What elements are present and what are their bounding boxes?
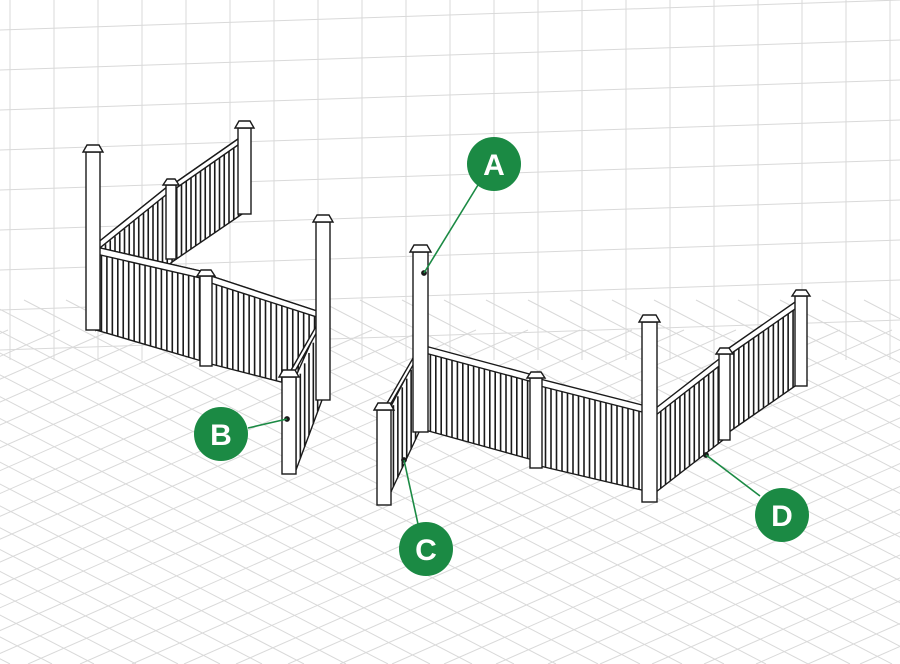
grid-line — [23, 299, 725, 664]
grid-line — [737, 299, 900, 385]
grid-line — [65, 299, 767, 664]
grid-line — [0, 352, 599, 664]
left-post-right-tall — [311, 214, 335, 401]
leader-b — [247, 418, 288, 429]
grid-line — [495, 485, 900, 664]
right-railing-assembly — [372, 244, 812, 506]
grid-line — [235, 371, 900, 664]
callout-d: D — [755, 488, 809, 542]
right-front-panel-1 — [424, 345, 534, 461]
grid-line — [443, 299, 900, 538]
grid-line — [0, 374, 557, 664]
grid-line — [0, 483, 347, 664]
right-post-a — [408, 244, 433, 433]
grid-line — [547, 508, 900, 664]
grid-line — [0, 119, 900, 151]
grid-line — [779, 299, 900, 363]
grid-line — [703, 577, 900, 664]
grid-line — [0, 329, 9, 335]
grid-line — [0, 159, 900, 191]
grid-line — [0, 592, 137, 664]
grid-line — [233, 299, 900, 647]
grid-line — [0, 79, 900, 111]
grid-line — [569, 299, 900, 473]
left-post-back-tall — [81, 144, 105, 331]
left-railing-assembly — [81, 120, 335, 475]
leader-a — [423, 184, 479, 274]
grid-line — [339, 417, 900, 664]
grid-line — [0, 329, 165, 403]
callout-c: C — [399, 522, 453, 576]
left-post-corner — [233, 120, 256, 215]
callout-a: A — [467, 137, 521, 191]
callout-b-circle — [194, 407, 248, 461]
callout-c-circle — [399, 522, 453, 576]
grid-line — [0, 329, 477, 540]
grid-line — [485, 299, 900, 516]
callout-b: B — [194, 407, 248, 461]
grid-line — [0, 330, 641, 664]
grid-line — [0, 329, 269, 449]
grid-line — [287, 394, 900, 664]
grid-line — [0, 396, 515, 664]
left-front-panel-1 — [95, 246, 206, 363]
callout-d-label: D — [771, 500, 793, 533]
left-post-mid-front — [195, 269, 217, 367]
right-post-mid — [525, 371, 547, 469]
leader-c — [403, 459, 419, 525]
callout-leaders — [247, 184, 761, 525]
grid-line — [755, 600, 900, 664]
grid-line — [0, 329, 373, 495]
grid-line — [0, 527, 263, 664]
grid-line — [0, 439, 431, 664]
grid-line — [0, 505, 305, 664]
grid-line — [0, 329, 321, 472]
grid-line — [401, 299, 900, 560]
grid-line — [27, 329, 789, 664]
leader-d — [705, 454, 761, 497]
left-post-mid-back — [161, 178, 181, 260]
right-side-panel-2 — [728, 298, 799, 434]
right-post-c — [372, 402, 396, 506]
right-post-side-mid — [714, 347, 735, 441]
grid-line — [443, 463, 900, 664]
left-post-b — [277, 369, 301, 475]
grid-line — [0, 39, 900, 71]
grid-line — [599, 531, 900, 664]
grid-line — [651, 554, 900, 664]
callout-a-label: A — [483, 149, 505, 182]
grid-line — [0, 461, 389, 664]
callout-c-label: C — [415, 534, 437, 567]
grid-line — [863, 299, 900, 320]
callout-b-label: B — [210, 419, 232, 452]
grid-line — [0, 329, 217, 426]
right-stair-panel — [385, 343, 421, 497]
callout-d-circle — [755, 488, 809, 542]
right-post-end — [790, 289, 812, 387]
right-post-corner-tall — [637, 314, 662, 503]
grid-line — [183, 348, 900, 664]
callout-a-circle — [467, 137, 521, 191]
grid-line — [695, 299, 900, 407]
grid-line — [0, 308, 683, 664]
grid-line — [0, 417, 473, 664]
left-back-panel — [171, 130, 249, 264]
grid-line — [0, 549, 221, 664]
grid-line — [0, 329, 737, 654]
right-front-panel-2 — [539, 378, 651, 493]
grid-line — [0, 0, 900, 31]
